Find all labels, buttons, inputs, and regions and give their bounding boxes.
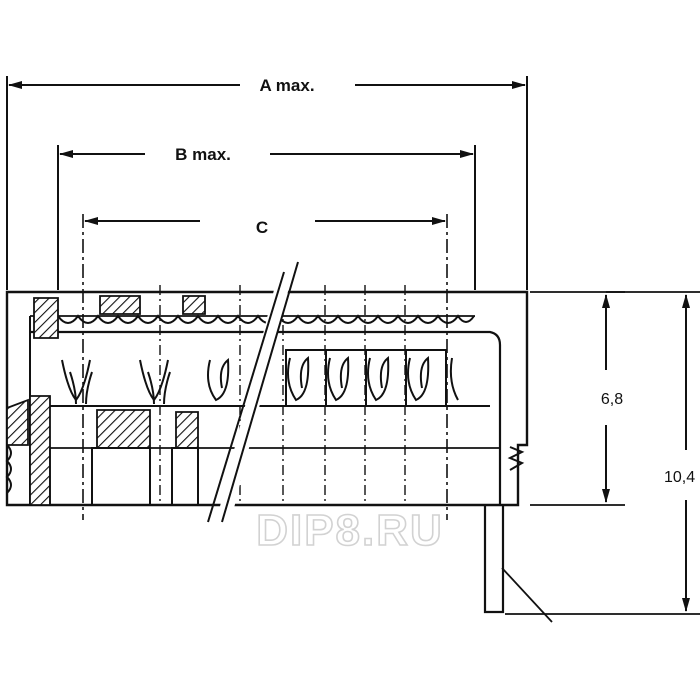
contact-spring — [69, 371, 93, 405]
break-line-edge — [207, 271, 285, 523]
dimension-c-label: C — [256, 218, 268, 237]
contact-springs — [61, 349, 459, 407]
leg-cut-line — [501, 567, 553, 623]
contact-spring — [207, 358, 230, 402]
dimension-a-label: A max. — [259, 76, 314, 95]
right-tab — [507, 446, 525, 471]
hatched-section — [99, 295, 141, 315]
dimension-b-label: B max. — [175, 145, 231, 164]
dimension-height-inner-label: 6,8 — [601, 391, 623, 408]
contact-spring — [327, 356, 350, 402]
inner-step-outline — [30, 330, 502, 505]
dimension-height-total: 10,4 — [505, 291, 700, 615]
contact-spring — [287, 356, 310, 402]
mounting-leg-outline — [483, 505, 505, 614]
left-rib — [5, 444, 12, 494]
break-line-edge — [221, 261, 299, 523]
dimension-height-total-label: 10,4 — [664, 469, 695, 486]
pin-block — [91, 447, 151, 506]
hatched-section — [29, 395, 51, 506]
contact-cell — [405, 349, 447, 407]
watermark-text: DIP8.RU — [256, 506, 444, 555]
contact-cell — [325, 349, 367, 407]
mounting-leg — [483, 505, 553, 623]
dimension-a: A max. — [6, 76, 528, 290]
contact-spring — [367, 356, 390, 402]
hatched-section — [96, 409, 151, 449]
hatched-section — [33, 297, 59, 339]
housing-outline — [5, 290, 529, 507]
break-line — [207, 261, 299, 523]
hatched-section — [6, 398, 29, 446]
break-gap — [216, 267, 294, 523]
contact-spring — [449, 357, 459, 401]
contact-spring — [147, 371, 171, 405]
hatched-section — [175, 411, 199, 449]
hatched-section — [182, 295, 206, 315]
contact-cell — [365, 349, 407, 407]
contact-cell — [285, 349, 327, 407]
contact-spring — [407, 356, 430, 402]
pin-block — [171, 447, 199, 506]
dimension-height-inner: 6,8 — [530, 291, 625, 506]
dimension-b: B max. — [57, 145, 476, 290]
